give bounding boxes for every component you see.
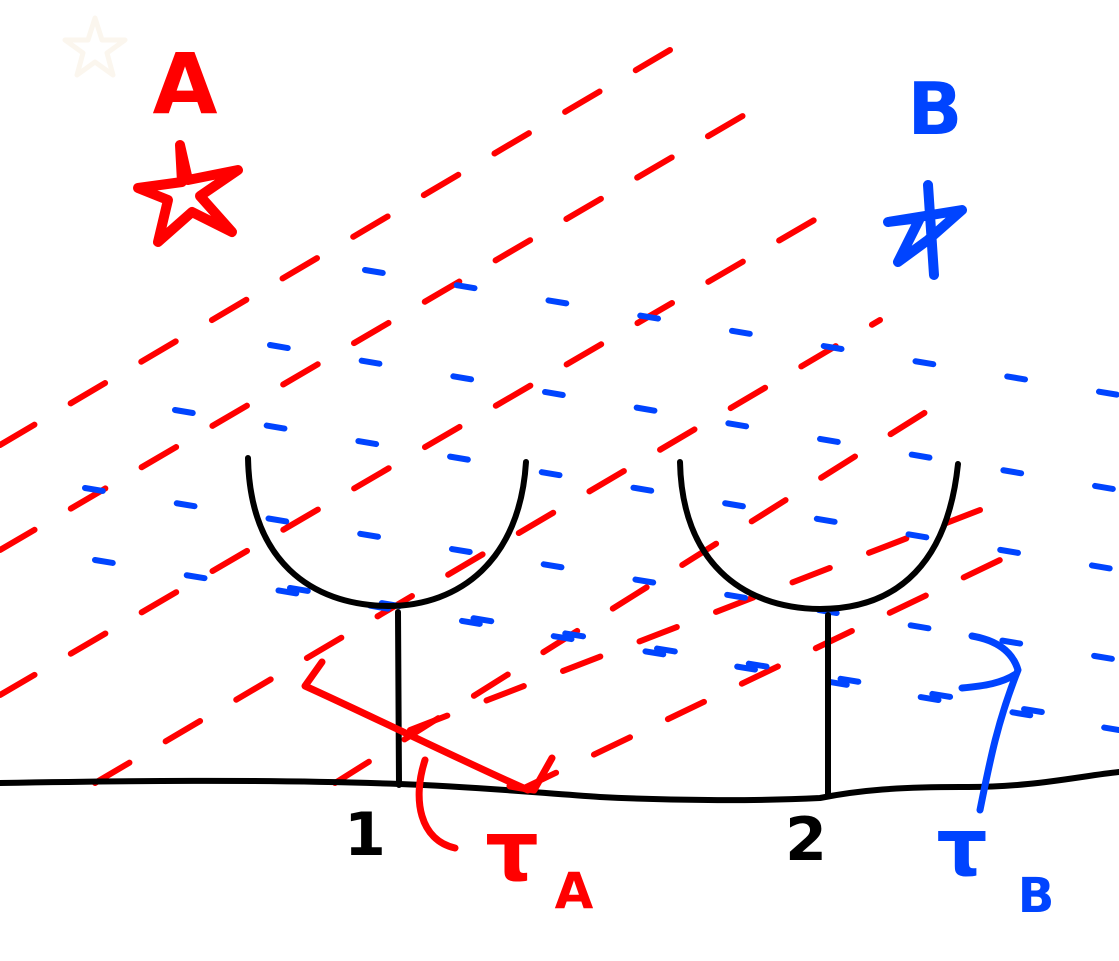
dish-1-mount xyxy=(395,609,402,788)
star-a-wavefront-6 xyxy=(407,507,983,733)
dish-2-label: 2 xyxy=(785,805,827,875)
star-b: B xyxy=(883,67,967,280)
ground-line xyxy=(0,769,1119,804)
star-a: A xyxy=(133,35,243,247)
tau-a-symbol: τ xyxy=(485,802,539,900)
dish-2 xyxy=(677,459,961,799)
tau-a-subscript: A xyxy=(555,862,594,920)
star-a-wavefront-1 xyxy=(0,47,673,448)
star-a-wavefront-7 xyxy=(517,557,1003,793)
star-a-wavefront-3 xyxy=(0,202,843,698)
angle-tau-b: τ B xyxy=(936,632,1055,924)
star-a-wavefront-2 xyxy=(0,97,773,553)
star-b-wavefront-5 xyxy=(92,557,1119,733)
dish-1-label: 1 xyxy=(344,800,386,870)
star-b-wavefront-2 xyxy=(267,342,1119,493)
star-b-wavefront-6 xyxy=(287,585,1063,718)
dish-1 xyxy=(245,455,529,788)
star-a-wavefront-4 xyxy=(92,317,883,786)
star-b-wavefronts xyxy=(82,267,1119,733)
star-b-wavefront-3 xyxy=(172,407,1119,573)
tau-b-symbol: τ xyxy=(936,801,987,894)
star-b-wavefront-1 xyxy=(362,267,1119,398)
tau-a-arc xyxy=(415,756,459,852)
angle-tau-a: τ A xyxy=(301,658,594,920)
star-b-icon xyxy=(883,180,967,280)
dish-1-bowl xyxy=(245,455,529,610)
star-a-label: A xyxy=(152,35,217,133)
star-b-label: B xyxy=(908,67,963,151)
faint-star-icon xyxy=(62,15,128,78)
star-a-wavefronts xyxy=(0,47,1003,793)
star-a-icon xyxy=(133,140,243,247)
dish-2-bowl xyxy=(677,459,961,613)
tau-a-arrowhead xyxy=(506,754,556,794)
tau-a-arrow xyxy=(301,658,532,794)
tau-b-pointer xyxy=(958,632,1022,814)
tau-b-subscript: B xyxy=(1018,868,1055,924)
